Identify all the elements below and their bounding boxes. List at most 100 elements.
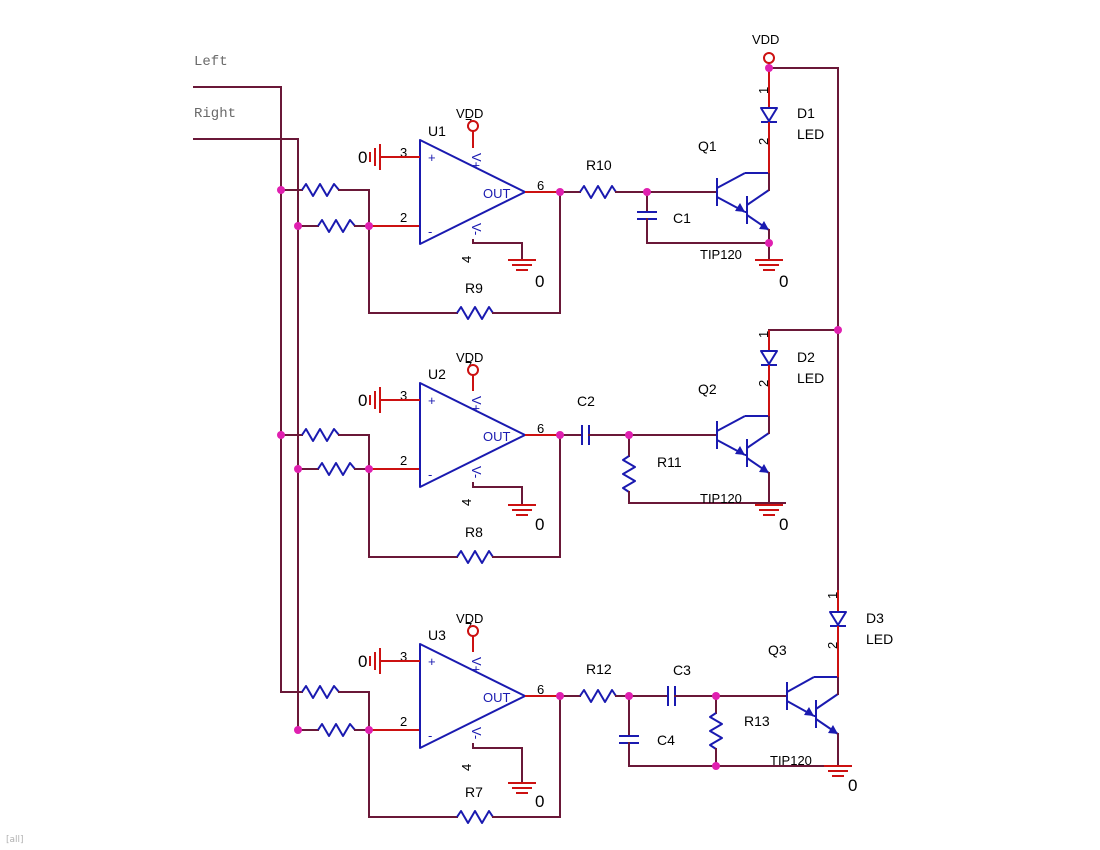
resistor-ref: R11 [657,454,682,470]
led-value: LED [797,126,824,142]
resistor-r8 [456,550,494,564]
ground-net-label: 0 [358,391,367,410]
pin-number: 2 [756,138,771,145]
ground-net-label: 0 [848,776,857,795]
input-resistor-left-2 [301,428,340,442]
wire [646,218,770,244]
capacitor-ref: C4 [657,732,675,748]
ground-icon [824,765,852,777]
stage-3: U3 + - OUT V+ V- 3 2 6 7 4 0 VDD 0 [280,67,893,824]
input-resistor-right-2 [317,462,356,476]
opamp-plus-sign: + [428,393,436,408]
vdd-terminal-icon [467,364,479,376]
stage-1: U1 + - OUT V+ V- 3 2 6 7 4 0 VDD 0 [280,32,839,320]
vdd-terminal-icon [467,120,479,132]
pin-number: 2 [400,210,407,225]
resistor-ref: R12 [586,661,612,677]
transistor-ref: Q3 [768,642,787,658]
resistor-ref: R8 [465,524,483,540]
stage-2: U2 + - OUT V+ V- 3 2 6 7 4 0 VDD 0 [280,329,839,564]
junction-dot [365,726,373,734]
opamp-ref: U1 [428,123,446,139]
ground-net-label: 0 [535,792,544,811]
pin-number: 2 [756,380,771,387]
junction-dot [625,431,633,439]
pin-number: 4 [459,256,474,263]
net-label-left: Left [194,54,228,70]
opamp-u1 [419,139,526,245]
pin-number: 3 [400,388,407,403]
led-ref: D2 [797,349,815,365]
transistor-part: TIP120 [770,753,812,768]
opamp-minus-sign: - [428,467,432,482]
junction-dot [556,431,564,439]
input-resistor-right-1 [317,219,356,233]
opamp-out-label: OUT [483,690,511,705]
pin-number: 3 [400,145,407,160]
transistor-q1 [716,172,770,231]
opamp-vpos-label: V+ [469,396,484,412]
opamp-u2 [419,382,526,488]
junction-dot [556,692,564,700]
transistor-ref: Q1 [698,138,717,154]
junction-dot [277,186,285,194]
ground-icon [755,504,783,516]
resistor-r9 [456,306,494,320]
resistor-r13 [709,712,723,750]
opamp-plus-sign: + [428,150,436,165]
input-resistor-right-3 [317,723,356,737]
pin-number: 1 [756,331,771,338]
pin-number: 1 [825,592,840,599]
ground-net-label: 0 [779,272,788,291]
ground-net-label: 0 [779,515,788,534]
ground-icon [755,259,783,271]
vdd-label: VDD [456,611,483,626]
transistor-part: TIP120 [700,491,742,506]
led-d3 [829,611,847,626]
wire [472,239,523,259]
pin-number: 2 [400,453,407,468]
opamp-vpos-label: V+ [469,657,484,673]
ground-net-label: 0 [535,272,544,291]
resistor-ref: R10 [586,157,612,173]
resistor-ref: R13 [744,713,770,729]
resistor-r7 [456,810,494,824]
junction-dot [556,188,564,196]
ground-icon [369,144,381,170]
opamp-vneg-label: V- [469,466,484,478]
junction-dot [643,188,651,196]
wire [472,743,523,784]
ground-icon [508,782,536,794]
ground-icon [508,504,536,516]
ground-net-label: 0 [358,148,367,167]
pin-number: 4 [459,499,474,506]
wire [628,491,770,504]
ground-icon [369,648,381,674]
opamp-minus-sign: - [428,224,432,239]
vdd-label: VDD [456,350,483,365]
right-bus-wire [193,138,299,731]
left-bus-wire [193,86,282,693]
opamp-out-label: OUT [483,429,511,444]
input-nets: Left Right [193,54,299,731]
opamp-out-label: OUT [483,186,511,201]
led-d1 [760,107,778,122]
ground-net-label: 0 [358,652,367,671]
opamp-vneg-label: V- [469,223,484,235]
footer-mark: [all] [6,835,24,845]
wire [472,482,523,504]
resistor-r12 [579,689,617,703]
led-d2 [760,350,778,365]
opamp-vneg-label: V- [469,727,484,739]
junction-dot [365,222,373,230]
junction-dot [712,762,720,770]
junction-dot [365,465,373,473]
transistor-part: TIP120 [700,247,742,262]
pin-number: 4 [459,764,474,771]
vdd-terminal-icon [467,625,479,637]
junction-dot [712,692,720,700]
ground-icon [369,387,381,413]
vdd-terminal-icon [763,52,775,64]
input-resistor-left-3 [301,685,340,699]
